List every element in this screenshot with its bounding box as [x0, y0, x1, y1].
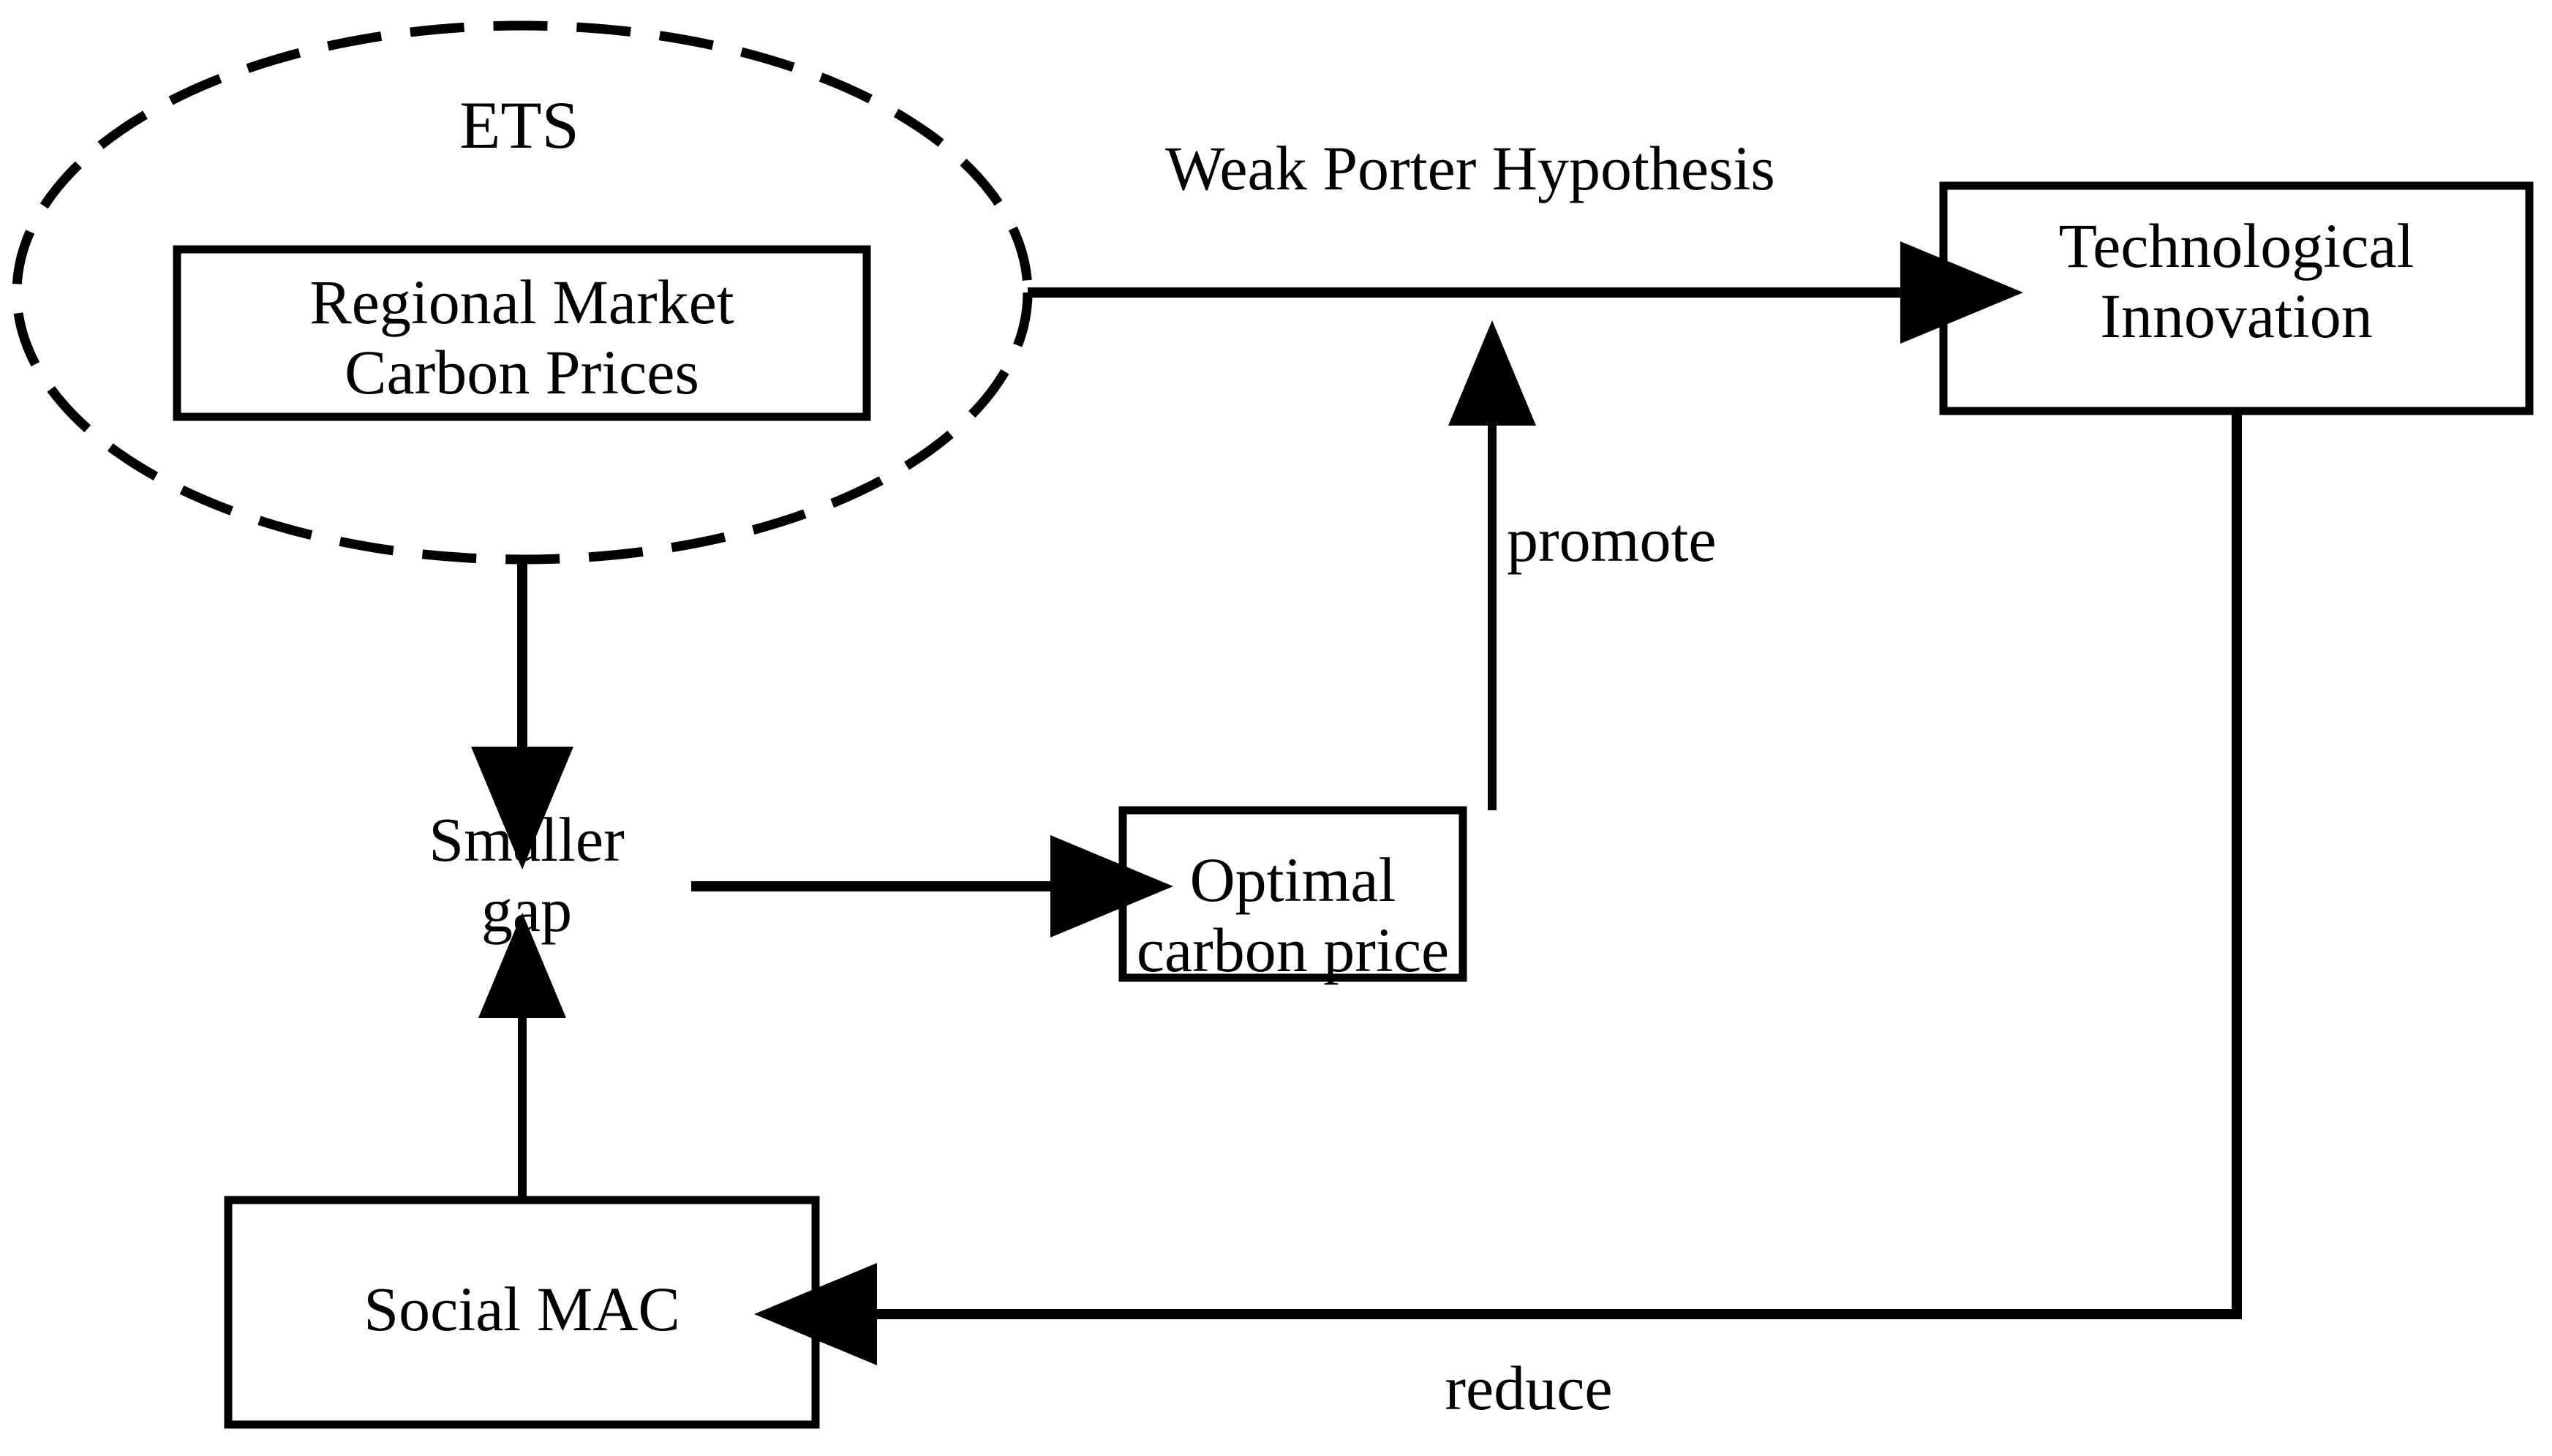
optimal-carbon-price-label: Optimal carbon price — [1136, 845, 1450, 986]
smaller-gap-label: Smaller gap — [429, 804, 625, 946]
reduce-label: reduce — [1445, 1353, 1613, 1423]
technological-innovation-box — [1939, 181, 2534, 415]
regional-market-box — [173, 245, 871, 421]
edge-technological-innovation-to-social-mac — [754, 411, 2242, 1365]
ets-group-label: ETS — [459, 88, 579, 162]
social-mac-label: Social MAC — [364, 1274, 680, 1344]
technological-innovation-label: Technological Innovation — [2058, 211, 2414, 352]
regional-market-label: Regional Market Carbon Prices — [309, 267, 734, 408]
promote-label: promote — [1507, 505, 1717, 575]
weak-porter-hypothesis-label: Weak Porter Hypothesis — [1165, 133, 1775, 203]
